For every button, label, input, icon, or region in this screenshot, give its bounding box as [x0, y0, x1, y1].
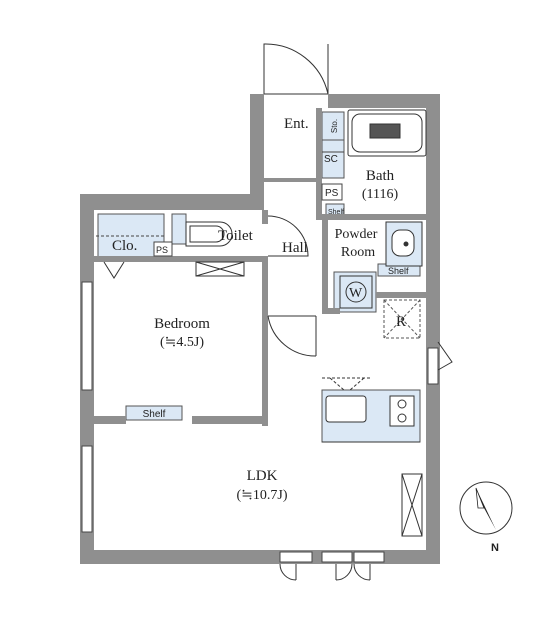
wall-east: [426, 94, 440, 564]
wall-powder-bottom-right: [376, 292, 440, 298]
wall-bedroom-bottom-left: [94, 416, 126, 424]
pipe-space-1-label: PS: [325, 188, 339, 199]
bathtub: [347, 109, 427, 157]
wall-south: [80, 550, 440, 564]
bedroom-ac-box: [195, 261, 245, 277]
doors: [103, 43, 453, 581]
sink: [325, 395, 367, 423]
shoe-cabinet-label: SC: [324, 154, 338, 165]
labels: Ent. Sto. SC PS Shelf Bath (1116) Toilet…: [112, 116, 409, 503]
storage-label: Sto.: [330, 119, 339, 133]
wall-ent-west: [250, 94, 264, 210]
closet-door-swing: [103, 261, 125, 279]
wall-bedroom-bottom-right: [192, 416, 268, 424]
powder-shelf-label: Shelf: [388, 266, 409, 276]
toilet-door-swing: [267, 215, 309, 257]
toilet-bowl: [185, 221, 233, 247]
wall-powder-bottom: [322, 308, 340, 314]
window-south-3: [353, 551, 385, 563]
bedroom-shelf-unit: [125, 405, 183, 421]
window-south-2: [321, 551, 353, 563]
south-door-2: [335, 563, 353, 581]
shelf-lines: [96, 151, 344, 237]
pipe-space-2-label: PS: [156, 245, 168, 255]
ldk-size-label: (≒10.7J): [236, 488, 287, 503]
south-door-3: [353, 563, 371, 581]
washer-machine: [339, 275, 373, 309]
hall-label: Hall: [282, 240, 308, 256]
pipe-space-1-box: [321, 183, 343, 201]
ldk-label: LDK: [247, 468, 278, 484]
pipe-space-2-box: [153, 241, 173, 257]
compass-label: N: [491, 542, 499, 554]
toilet-label: Toilet: [218, 228, 254, 244]
toilet-tank: [171, 213, 187, 245]
refrigerator-label: R: [396, 314, 406, 330]
burner-2: [397, 413, 407, 423]
cooktop: [389, 395, 415, 427]
wall-powder-west: [322, 214, 328, 314]
window-bedroom-west: [81, 281, 93, 391]
south-door-1: [279, 563, 297, 581]
compass-ring: [459, 481, 513, 535]
washer-label: W: [349, 286, 363, 301]
refrigerator-box: [383, 299, 421, 339]
washbasin: [385, 221, 423, 267]
entrance-label: Ent.: [284, 116, 309, 132]
closet-label: Clo.: [112, 238, 137, 254]
wall-north-east: [328, 94, 440, 108]
ldk-storage-box: [401, 473, 423, 537]
bath-shelf-label: Shelf: [328, 209, 344, 216]
window-east: [427, 347, 439, 385]
bedroom-size-label: (≒4.5J): [160, 335, 204, 350]
wall-north-west: [80, 194, 262, 210]
wall-bedroom-east: [262, 256, 268, 426]
east-door-swing: [437, 341, 453, 371]
range-hood-outline: [322, 377, 372, 391]
burner-1: [397, 399, 407, 409]
wall-ent-step: [264, 178, 316, 182]
powder-room-label-2: Room: [341, 245, 375, 260]
bedroom-door-swing: [267, 315, 317, 357]
window-south-1: [279, 551, 313, 563]
compass: N: [459, 481, 513, 554]
windows: [81, 281, 439, 563]
bedroom-label: Bedroom: [154, 316, 210, 332]
powder-room-label-1: Powder: [335, 227, 378, 242]
entrance-door-swing: [263, 43, 329, 95]
wall-bath-west: [316, 108, 322, 220]
kitchen: [322, 377, 420, 443]
bath-label: Bath: [366, 168, 395, 184]
bath-size-label: (1116): [362, 187, 399, 202]
wall-toilet-east: [262, 210, 268, 224]
compass-needle-icon: [476, 488, 496, 530]
wall-bedroom-top: [94, 256, 266, 262]
window-ldk-west: [81, 445, 93, 533]
bedroom-shelf-label: Shelf: [143, 409, 166, 420]
wall-bath-bottom: [316, 214, 440, 220]
